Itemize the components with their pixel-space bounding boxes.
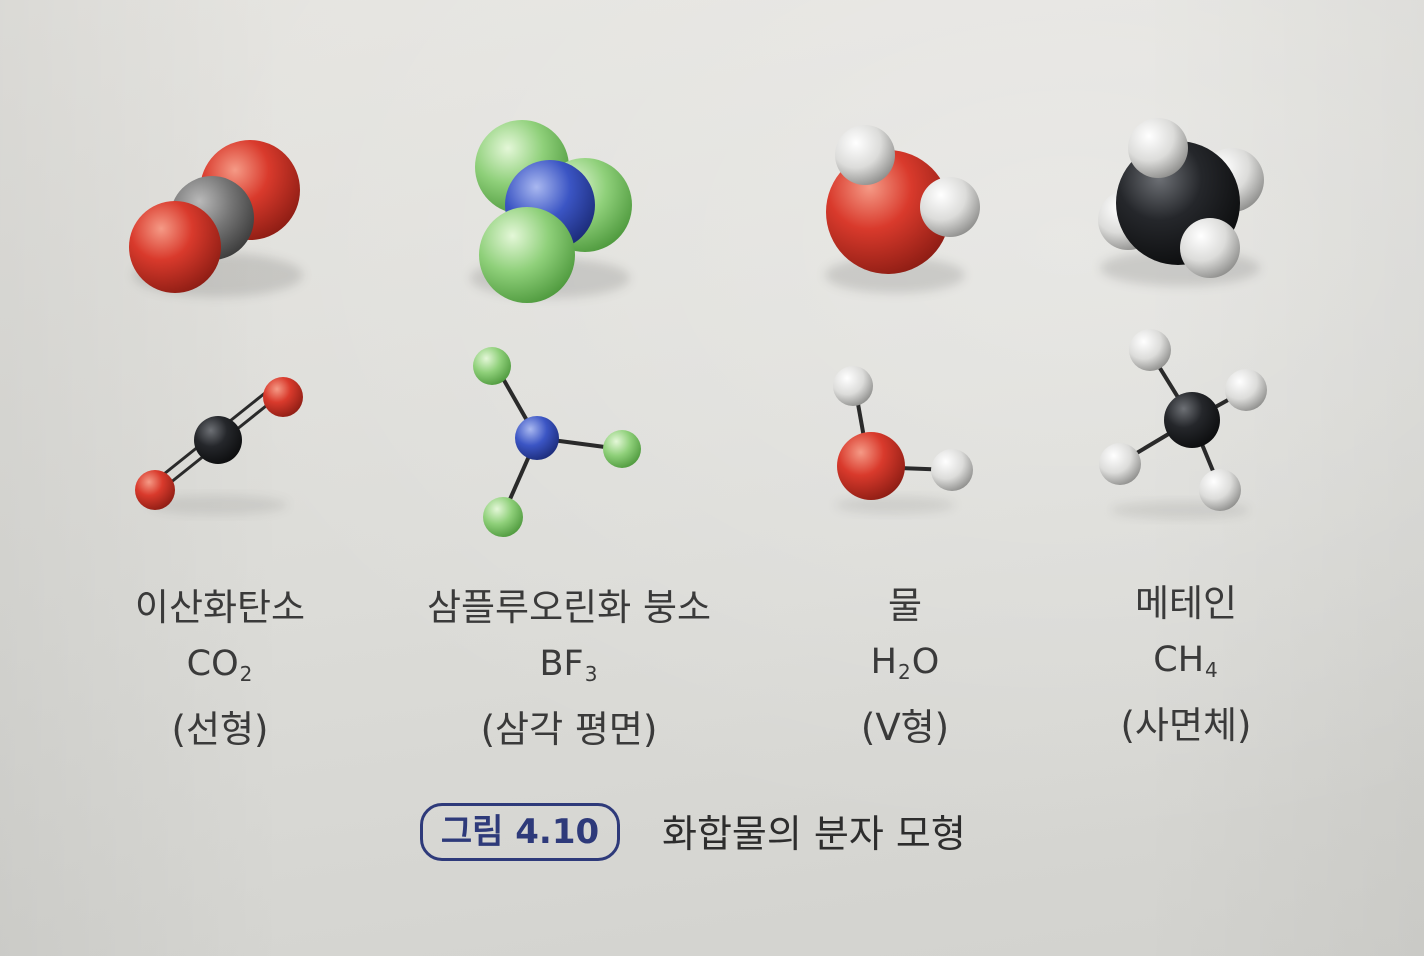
molecule-name: 이산화탄소 — [134, 586, 306, 629]
molecule-shape: (V형) — [860, 706, 950, 749]
co2-space-filling-model — [129, 140, 303, 297]
molecule-models-figure — [129, 118, 1267, 537]
ch4-label: 메테인 CH4 (사면체) — [1121, 576, 1252, 754]
molecule-formula: CH4 — [1153, 640, 1218, 682]
h2o-space-filling-model — [825, 125, 980, 293]
h2o-label: 물 H2O (V형) — [861, 578, 949, 756]
molecule-shape: (사면체) — [1120, 704, 1252, 747]
co2-ball-and-stick-model — [135, 377, 303, 515]
bf3-label: 삼플루오린화 붕소 BF3 (삼각 평면) — [427, 580, 711, 758]
co2-label: 이산화탄소 CO2 (선형) — [135, 580, 305, 758]
molecule-shape: (삼각 평면) — [480, 708, 658, 751]
figure-number-badge: 그림 4.10 — [420, 803, 620, 861]
molecule-name: 물 — [887, 584, 923, 627]
h2o-ball-and-stick-model — [833, 366, 973, 514]
figure-caption: 화합물의 분자 모형 — [662, 812, 966, 856]
molecule-formula: CO2 — [186, 644, 253, 686]
molecule-formula: H2O — [870, 642, 940, 684]
molecule-name: 메테인 — [1134, 582, 1238, 625]
molecule-formula: BF3 — [539, 644, 598, 686]
ch4-space-filling-model — [1098, 118, 1264, 286]
bf3-space-filling-model — [470, 120, 632, 303]
bf3-ball-and-stick-model — [473, 347, 641, 537]
ch4-ball-and-stick-model — [1099, 329, 1267, 519]
molecule-name: 삼플루오린화 붕소 — [426, 586, 712, 629]
molecule-shape: (선형) — [171, 708, 269, 751]
